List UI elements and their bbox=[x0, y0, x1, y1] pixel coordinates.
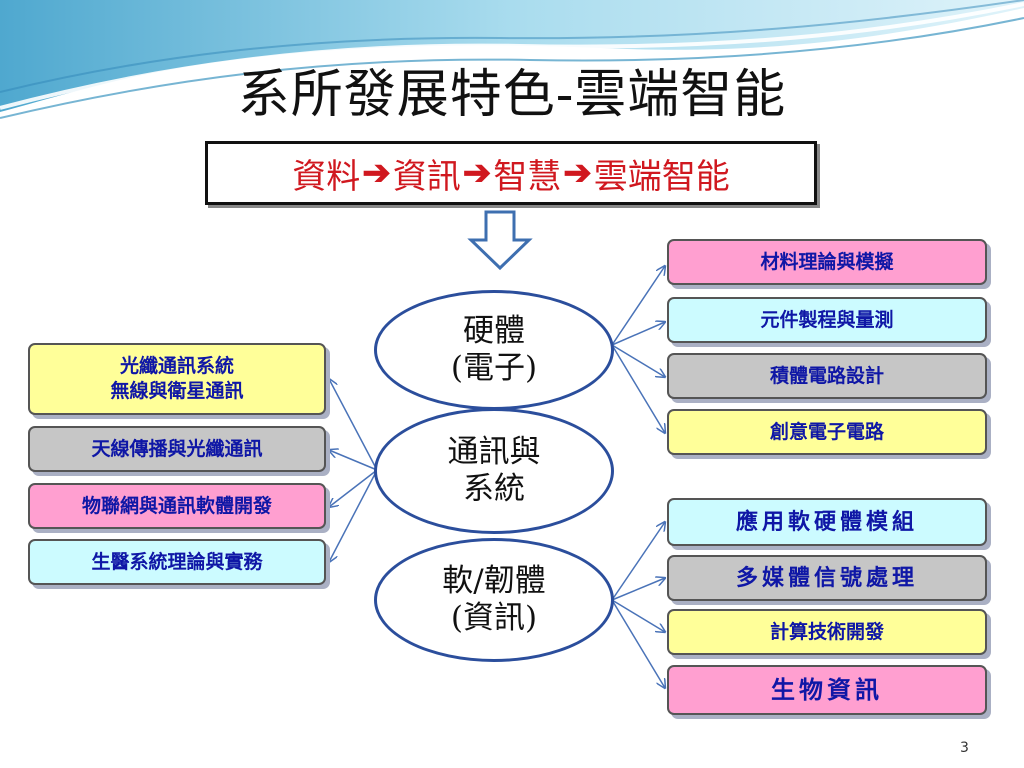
hardware-item: 材料理論與模擬 bbox=[667, 239, 987, 285]
communication-item-label-line2: 無線與衛星通訊 bbox=[110, 380, 244, 402]
node-hardware: 硬體 (電子) bbox=[374, 290, 614, 410]
communication-item-label: 天線傳播與光纖通訊 bbox=[91, 437, 263, 460]
node-communication-label: 通訊與 bbox=[447, 433, 541, 470]
flow-step-cloud-intelligence: 雲端智能 bbox=[593, 156, 730, 197]
hardware-item: 創意電子電路 bbox=[667, 409, 987, 455]
flow-step-wisdom: 智慧 bbox=[493, 156, 562, 197]
communication-item: 物聯網與通訊軟體開發 bbox=[28, 483, 326, 529]
communication-item-label: 物聯網與通訊軟體開發 bbox=[81, 494, 272, 517]
communication-item-label: 生醫系統理論與實務 bbox=[91, 550, 263, 573]
header-wave-decoration bbox=[0, 0, 1024, 119]
software-item-label: 計算技術開發 bbox=[769, 620, 884, 643]
hardware-item-label: 元件製程與量測 bbox=[760, 308, 894, 331]
flow-step-information: 資訊 bbox=[392, 156, 461, 197]
node-hardware-sublabel: (電子) bbox=[450, 350, 538, 386]
right-arrow-icon: ➔ bbox=[462, 153, 492, 193]
software-item: 計算技術開發 bbox=[667, 609, 987, 655]
page-number: 3 bbox=[960, 740, 969, 756]
node-software-firmware: 軟/韌體 (資訊) bbox=[374, 538, 614, 662]
right-arrow-icon: ➔ bbox=[563, 153, 592, 193]
slide-title: 系所發展特色-雲端智能 bbox=[237, 65, 787, 125]
node-communication-systems: 通訊與 系統 bbox=[374, 408, 614, 534]
node-software-sublabel: (資訊) bbox=[450, 600, 538, 636]
software-item: 應用軟硬體模組 bbox=[667, 498, 987, 546]
flow-step-data: 資料 bbox=[292, 156, 361, 197]
hardware-item-label: 創意電子電路 bbox=[769, 420, 884, 443]
node-hardware-label: 硬體 bbox=[463, 312, 525, 349]
hardware-item: 元件製程與量測 bbox=[667, 297, 987, 343]
communication-item: 天線傳播與光纖通訊 bbox=[28, 426, 326, 472]
software-item: 多媒體信號處理 bbox=[667, 555, 987, 601]
node-communication-sublabel: 系統 bbox=[463, 471, 525, 507]
communication-item: 生醫系統理論與實務 bbox=[28, 539, 326, 585]
communication-item-label: 光纖通訊系統 bbox=[119, 355, 234, 378]
hardware-item-label: 積體電路設計 bbox=[769, 364, 884, 387]
software-item-label: 生物資訊 bbox=[771, 675, 883, 705]
flow-banner: 資料 ➔ 資訊 ➔ 智慧 ➔ 雲端智能 bbox=[205, 141, 817, 205]
hardware-item: 積體電路設計 bbox=[667, 353, 987, 399]
communication-item: 光纖通訊系統 無線與衛星通訊 bbox=[28, 343, 326, 415]
software-item-label: 應用軟硬體模組 bbox=[735, 508, 918, 535]
software-item-label: 多媒體信號處理 bbox=[735, 564, 918, 591]
right-arrow-icon: ➔ bbox=[362, 153, 391, 193]
software-item: 生物資訊 bbox=[667, 665, 987, 715]
down-arrow-icon bbox=[467, 210, 533, 271]
hardware-item-label: 材料理論與模擬 bbox=[760, 250, 894, 273]
node-software-label: 軟/韌體 bbox=[442, 562, 546, 599]
